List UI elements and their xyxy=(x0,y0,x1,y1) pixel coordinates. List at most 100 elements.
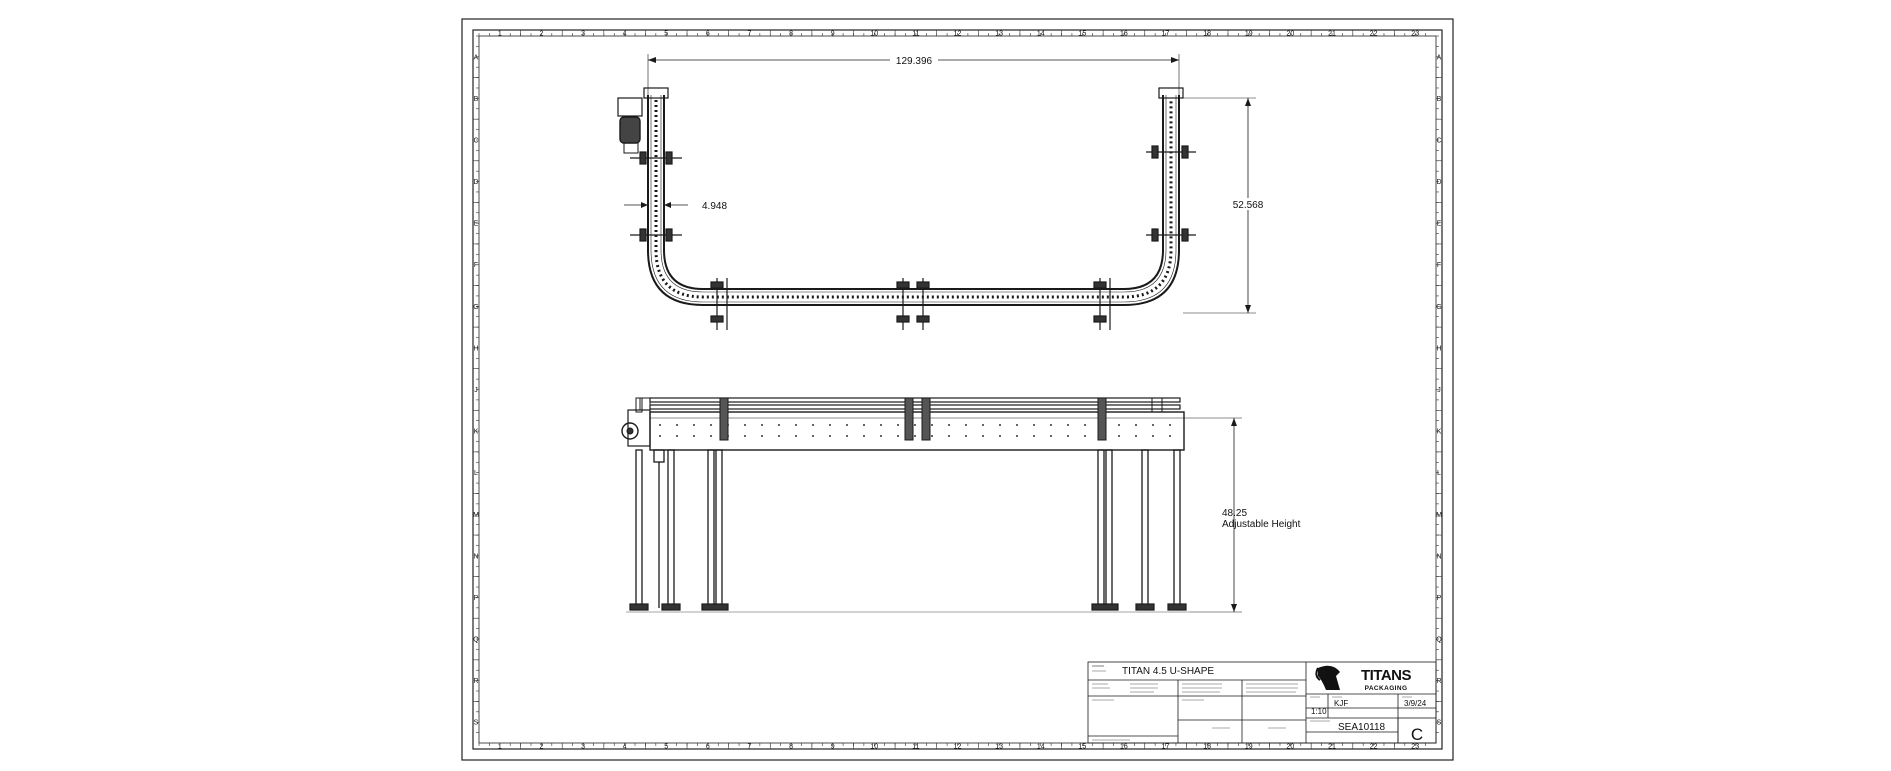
frame-hole xyxy=(1016,435,1018,437)
drawing-date: 3/9/24 xyxy=(1404,699,1427,708)
frame-hole xyxy=(863,435,865,437)
zone-row-label: R xyxy=(473,678,478,685)
zone-column-label: 21 xyxy=(1328,744,1336,751)
frame-hole xyxy=(829,435,831,437)
frame-hole xyxy=(659,424,661,426)
zone-column-label: 10 xyxy=(870,744,878,751)
zone-row-label: F xyxy=(474,262,478,269)
frame-hole xyxy=(914,435,916,437)
zone-column-label: 23 xyxy=(1411,744,1419,751)
zone-row-label: B xyxy=(474,96,479,103)
frame-hole xyxy=(812,435,814,437)
frame-hole xyxy=(795,435,797,437)
zone-row-label: A xyxy=(1437,54,1442,61)
zone-row-label: C xyxy=(1436,137,1441,144)
frame-hole xyxy=(1118,424,1120,426)
frame-hole xyxy=(948,424,950,426)
zone-row-label: D xyxy=(1436,179,1441,186)
frame-hole xyxy=(1050,435,1052,437)
dim-height-label: 48.25 xyxy=(1222,508,1247,519)
frame-hole xyxy=(914,424,916,426)
frame-holes xyxy=(659,424,1171,437)
frame-hole xyxy=(693,424,695,426)
frame-hole xyxy=(1152,424,1154,426)
zone-row-label: P xyxy=(1437,595,1442,602)
frame-hole xyxy=(710,435,712,437)
zone-row-label: H xyxy=(473,345,478,352)
zone-row-label: E xyxy=(474,221,479,228)
frame-hole xyxy=(1135,435,1137,437)
frame-hole xyxy=(931,435,933,437)
zone-row-label: N xyxy=(1436,553,1441,560)
side-view xyxy=(621,397,1242,613)
frame-hole xyxy=(744,435,746,437)
frame-hole xyxy=(982,435,984,437)
zone-column-label: 9 xyxy=(831,744,835,751)
frame-hole xyxy=(863,424,865,426)
frame-hole xyxy=(948,435,950,437)
zone-column-label: 8 xyxy=(789,744,793,751)
zone-row-label: H xyxy=(1436,345,1441,352)
frame-hole xyxy=(744,424,746,426)
zone-row-label: B xyxy=(1437,96,1442,103)
frame-hole xyxy=(897,435,899,437)
frame-hole xyxy=(1169,424,1171,426)
frame-hole xyxy=(1050,424,1052,426)
inner-frame xyxy=(472,29,1443,750)
zone-column-label: 20 xyxy=(1286,744,1294,751)
zone-labels: 1122334455667788991010111112121313141415… xyxy=(473,30,1442,751)
frame-hole xyxy=(676,424,678,426)
zone-column-label: 18 xyxy=(1203,744,1211,751)
title-block-fine-print xyxy=(1092,665,1412,741)
zone-column-label: 6 xyxy=(706,744,710,751)
frame-hole xyxy=(1084,424,1086,426)
frame-hole xyxy=(778,435,780,437)
frame-hole xyxy=(710,424,712,426)
frame-hole xyxy=(1118,435,1120,437)
zone-row-label: A xyxy=(474,54,479,61)
zone-row-label: S xyxy=(1437,720,1442,727)
zone-row-label: K xyxy=(474,429,479,436)
frame-hole xyxy=(693,435,695,437)
frame-hole xyxy=(795,424,797,426)
scale-value: 1:10 xyxy=(1311,707,1327,716)
dim-height-note: Adjustable Height xyxy=(1222,519,1301,530)
frame-hole xyxy=(659,435,661,437)
top-view xyxy=(617,54,1256,330)
svg-text:PACKAGING: PACKAGING xyxy=(1365,685,1408,692)
zone-column-label: 7 xyxy=(748,744,752,751)
zone-column-label: 1 xyxy=(498,744,502,751)
zone-row-label: J xyxy=(1437,387,1441,394)
dim-channel-label: 4.948 xyxy=(702,201,727,212)
zone-column-label: 16 xyxy=(1120,744,1128,751)
frame-hole xyxy=(1067,435,1069,437)
frame-hole xyxy=(846,424,848,426)
frame-hole xyxy=(1033,424,1035,426)
zone-column-label: 3 xyxy=(581,744,585,751)
zone-row-label: K xyxy=(1437,429,1442,436)
frame-hole xyxy=(846,435,848,437)
zone-row-label: E xyxy=(1437,221,1442,228)
frame-hole xyxy=(812,424,814,426)
frame-hole xyxy=(999,435,1001,437)
frame-hole xyxy=(880,435,882,437)
frame-hole xyxy=(931,424,933,426)
zone-column-label: 11 xyxy=(912,744,919,751)
frame-hole xyxy=(897,424,899,426)
drawn-by: KJF xyxy=(1334,699,1348,708)
zone-row-label: G xyxy=(1436,304,1441,311)
zone-column-label: 15 xyxy=(1078,744,1086,751)
zone-column-label: 19 xyxy=(1245,744,1253,751)
frame-hole xyxy=(1016,424,1018,426)
dim-width-label: 129.396 xyxy=(896,56,933,67)
frame-hole xyxy=(1169,435,1171,437)
zone-row-label: M xyxy=(473,512,479,519)
frame-hole xyxy=(880,424,882,426)
zone-row-label: Q xyxy=(1436,637,1442,644)
zone-row-label: L xyxy=(1437,470,1441,477)
dim-depth-label: 52.568 xyxy=(1233,200,1264,211)
zone-row-label: L xyxy=(474,470,478,477)
frame-hole xyxy=(761,424,763,426)
zone-row-label: C xyxy=(473,137,478,144)
